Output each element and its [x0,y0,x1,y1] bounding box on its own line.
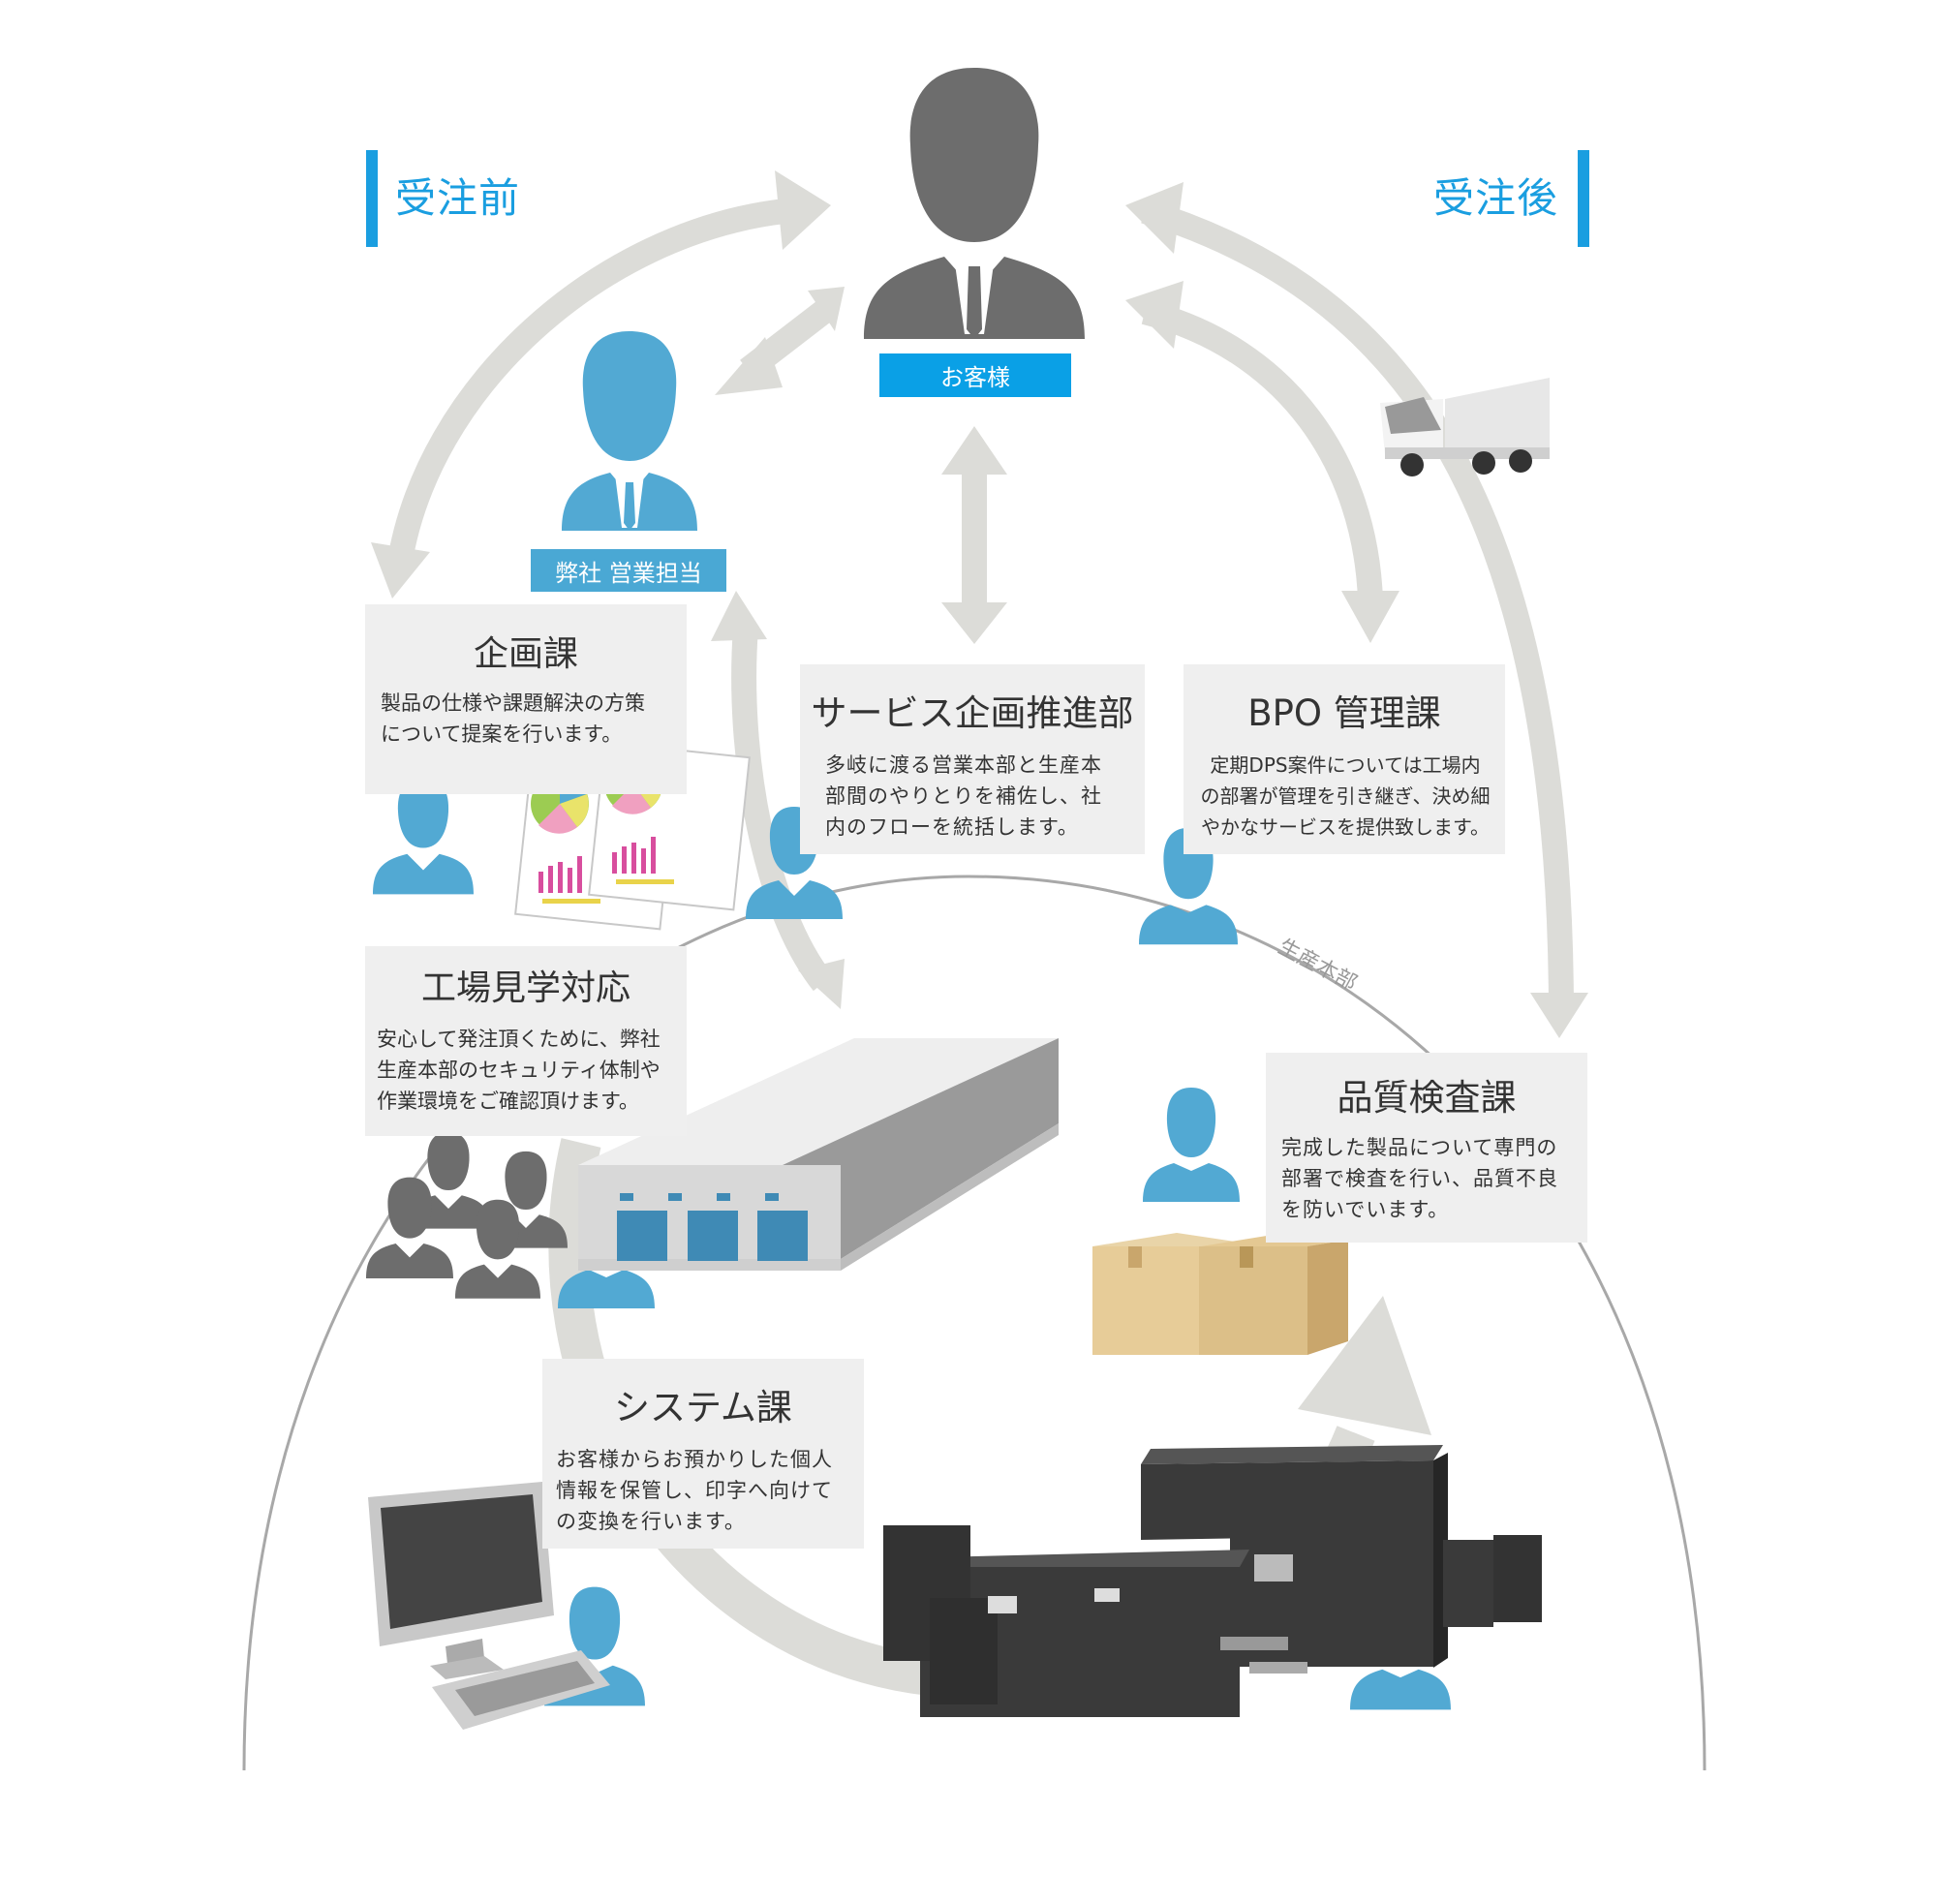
dept-title: 工場見学対応 [420,968,630,1008]
desc-line: やかなサービスを提供致します。 [1201,815,1490,839]
dept-bpo-box: BPO 管理課 定期DPS案件については工場内 の部署が管理を引き継ぎ、決め細 … [1184,664,1505,854]
customer-label: お客様 [879,353,1071,397]
desc-line: お客様からお預かりした個人 [556,1448,833,1471]
desc-line: の変換を行います。 [556,1510,746,1533]
factory-building [578,1038,1059,1271]
computer [368,1482,610,1730]
desc-line: 部署で検査を行い、品質不良 [1281,1167,1558,1190]
visitors-figures [366,1131,568,1299]
dept-planning-box: 企画課 製品の仕様や課題解決の方策 について提案を行います。 [365,604,687,794]
desc-line: 部間のやりとりを補佐し、社 [825,784,1102,808]
dept-service-box: サービス企画推進部 多岐に渡る営業本部と生産本 部間のやりとりを補佐し、社 内の… [800,664,1145,854]
dept-description: 定期DPS案件については工場内 の部署が管理を引き継ぎ、決め細 やかなサービスを… [1184,736,1505,843]
dept-description: お客様からお預かりした個人 情報を保管し、印字へ向けて の変換を行います。 [542,1430,864,1537]
dept-title: 品質検査課 [1337,1077,1517,1119]
dept-system-box: システム課 お客様からお預かりした個人 情報を保管し、印字へ向けて の変換を行い… [542,1359,864,1549]
desc-line: を防いでいます。 [1281,1198,1450,1221]
dept-title: サービス企画推進部 [811,692,1134,734]
dept-quality-box: 品質検査課 完成した製品について専門の 部署で検査を行い、品質不良 を防いでいま… [1266,1053,1587,1243]
phase-marker [1578,150,1590,247]
truck [1380,378,1550,476]
dept-title: 企画課 [473,634,578,674]
desc-line: について提案を行います。 [381,722,623,746]
phase-before-label: 受注前 [395,174,521,222]
desc-line: 安心して発注頂くために、弊社 [377,1028,661,1051]
phase-after-order: 受注後 [1433,150,1590,247]
arrow-before-order [386,199,786,568]
phase-before-order: 受注前 [366,150,520,247]
phase-after-label: 受注後 [1433,174,1559,222]
desc-line: 作業環境をご確認頂けます。 [377,1090,639,1113]
dept-description: 多岐に渡る営業本部と生産本 部間のやりとりを補佐し、社 内のフローを統括します。 [800,736,1145,843]
desc-line: 製品の仕様や課題解決の方策 [381,691,645,715]
desc-line: 内のフローを統括します。 [825,815,1079,839]
production-arc [242,875,1706,1771]
desc-line: 生産本部のセキュリティ体制や [377,1059,661,1082]
dept-factory-tour-box: 工場見学対応 安心して発注頂くために、弊社 生産本部のセキュリティ体制や 作業環… [365,946,687,1136]
cardboard-boxes [1092,1230,1348,1355]
desc-line: 情報を保管し、印字へ向けて [556,1479,833,1502]
dept-description: 完成した製品について専門の 部署で検査を行い、品質不良 を防いでいます。 [1266,1121,1587,1225]
dept-description: 製品の仕様や課題解決の方策 について提案を行います。 [365,676,687,750]
desc-line: 多岐に渡る営業本部と生産本 [825,753,1102,777]
dept-title: BPO 管理課 [1247,692,1441,734]
sales-label: 弊社 営業担当 [531,549,726,592]
desc-line: 定期DPS案件については工場内 [1210,753,1481,777]
phase-marker [366,150,378,247]
printing-press [883,1445,1542,1717]
desc-line: 完成した製品について専門の [1281,1136,1558,1159]
dept-description: 安心して発注頂くために、弊社 生産本部のセキュリティ体制や 作業環境をご確認頂け… [365,1010,687,1117]
dept-title: システム課 [614,1387,792,1428]
desc-line: の部署が管理を引き継ぎ、決め細 [1200,784,1491,808]
